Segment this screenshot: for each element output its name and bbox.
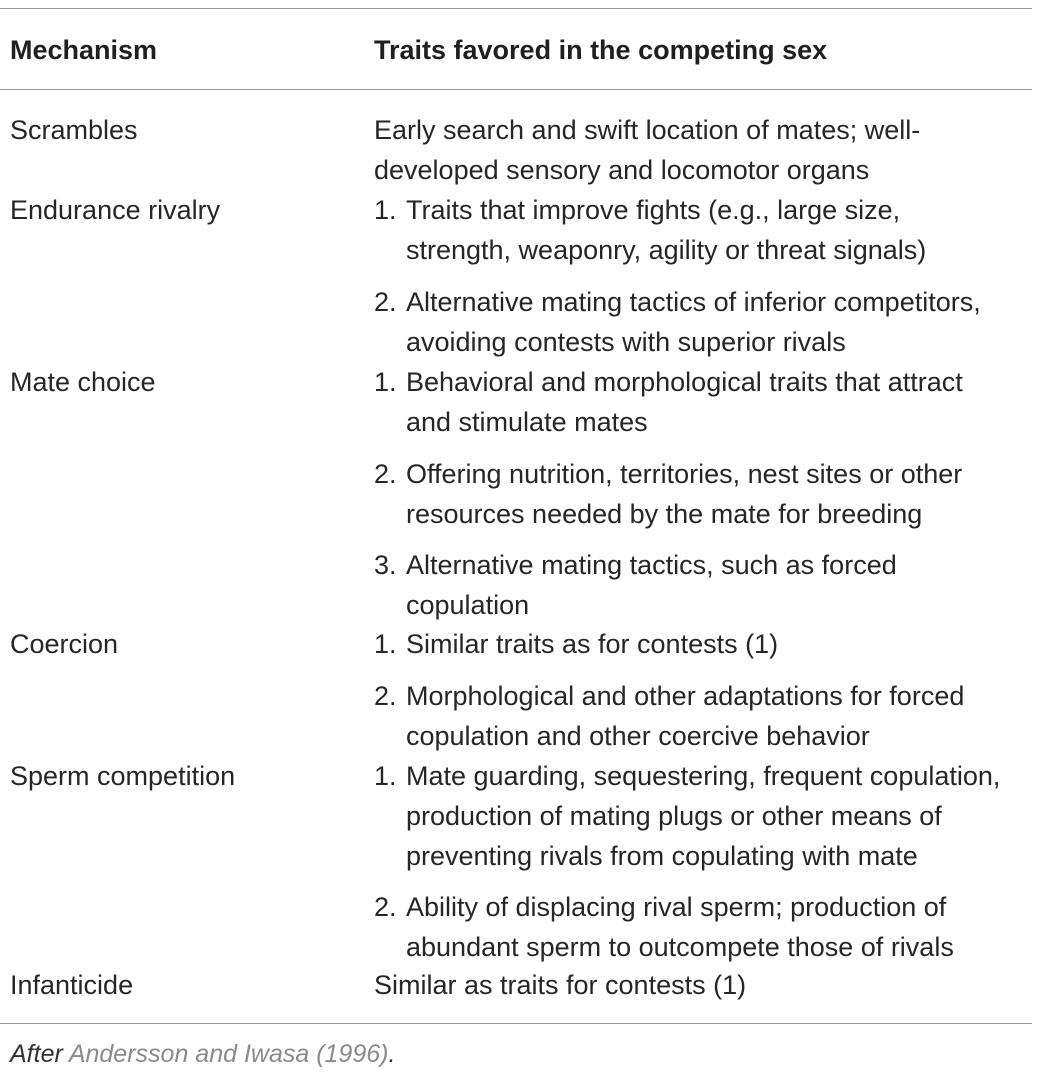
footnote-prefix: After	[10, 1040, 69, 1068]
header-mechanism: Mechanism	[10, 35, 158, 65]
trait-text-line: Early search and swift location of mates…	[374, 115, 921, 145]
item-number: 1.	[374, 367, 397, 397]
bottom-rule	[0, 1023, 1032, 1024]
item-text-line: copulation and other coercive behavior	[406, 721, 870, 751]
item-text-line: Alternative mating tactics, such as forc…	[406, 550, 897, 580]
item-text-line: Traits that improve fights (e.g., large …	[406, 195, 901, 225]
item-text-line: Morphological and other adaptations for …	[406, 681, 965, 711]
item-text-line: abundant sperm to outcompete those of ri…	[406, 932, 954, 962]
footnote-reference-link[interactable]: Andersson and Iwasa (1996)	[68, 1040, 389, 1068]
item-number: 2.	[374, 459, 397, 489]
mechanism-cell: Sperm competition	[10, 761, 236, 791]
header-rule	[0, 89, 1032, 90]
table-footnote: After Andersson and Iwasa (1996).	[10, 1036, 395, 1072]
item-text-line: Offering nutrition, territories, nest si…	[406, 459, 963, 489]
footnote-suffix: .	[388, 1040, 396, 1068]
mechanism-cell: Mate choice	[10, 367, 156, 397]
item-text-line: Mate guarding, sequestering, frequent co…	[406, 761, 1001, 791]
item-text-line: copulation	[406, 590, 530, 620]
item-text-line: and stimulate mates	[406, 407, 648, 437]
item-text-line: strength, weaponry, agility or threat si…	[406, 235, 927, 265]
item-number: 2.	[374, 892, 397, 922]
trait-text-line: developed sensory and locomotor organs	[374, 155, 870, 185]
item-text-line: Behavioral and morphological traits that…	[406, 367, 963, 397]
mechanism-cell: Coercion	[10, 629, 119, 659]
mechanism-cell: Infanticide	[10, 970, 134, 1000]
item-text-line: preventing rivals from copulating with m…	[406, 841, 918, 871]
mechanism-cell: Scrambles	[10, 115, 138, 145]
item-text-line: Alternative mating tactics of inferior c…	[406, 287, 981, 317]
item-text-line: Ability of displacing rival sperm; produ…	[406, 892, 947, 922]
item-number: 1.	[374, 195, 397, 225]
top-rule	[0, 8, 1032, 9]
trait-text-line: Similar as traits for contests (1)	[374, 970, 747, 1000]
item-number: 1.	[374, 761, 397, 791]
item-text-line: resources needed by the mate for breedin…	[406, 499, 923, 529]
item-text-line: Similar traits as for contests (1)	[406, 629, 779, 659]
item-number: 2.	[374, 287, 397, 317]
mechanism-cell: Endurance rivalry	[10, 195, 221, 225]
item-number: 3.	[374, 550, 397, 580]
item-number: 2.	[374, 681, 397, 711]
item-number: 1.	[374, 629, 397, 659]
item-text-line: avoiding contests with superior rivals	[406, 327, 846, 357]
header-traits: Traits favored in the competing sex	[374, 35, 828, 65]
item-text-line: production of mating plugs or other mean…	[406, 801, 942, 831]
